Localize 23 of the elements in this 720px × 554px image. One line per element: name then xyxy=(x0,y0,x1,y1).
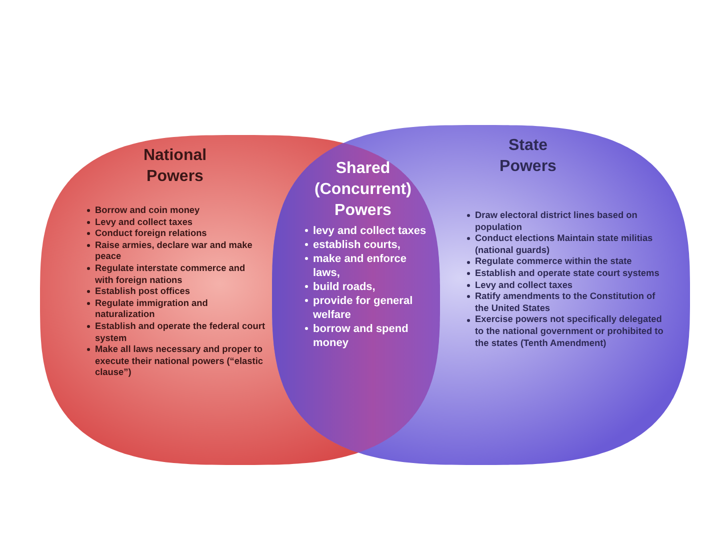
list-item: Levy and collect taxes xyxy=(95,216,193,227)
list-item: Establish post offices xyxy=(95,286,190,296)
list-item: Draw electoral district lines based on population xyxy=(475,210,638,232)
region-heading: Shared (Concurrent) Powers xyxy=(314,158,412,221)
list-item: Regulate interstate commerce and with foreign nations xyxy=(95,262,246,285)
list-item: Conduct elections Maintain state militias (national guards) xyxy=(475,233,653,255)
list-item: Borrow and coin money xyxy=(95,205,200,215)
list-item: Ratify amendments to the Constitution of the United States xyxy=(475,291,656,313)
list-item: Regulate commerce within the state xyxy=(475,256,632,266)
list-item: Establish and operate state court systems xyxy=(475,268,660,278)
list-item: Regulate immigration and naturalization xyxy=(95,298,208,320)
list-item: Establish and operate the federal court system xyxy=(95,320,266,343)
list-item: build roads, xyxy=(313,280,376,293)
list-item: Conduct foreign relations xyxy=(95,228,207,238)
list-item: Levy and collect taxes xyxy=(475,280,573,290)
region-heading: National Powers xyxy=(142,146,208,187)
list-item: establish courts, xyxy=(313,238,400,251)
list-item: Exercise powers not specifically delegated to the national government or prohibited to the states (Tenth Amendment) xyxy=(475,314,664,348)
list-item: Raise armies, declare war and make peace xyxy=(95,240,252,262)
region-heading: State Powers xyxy=(498,136,558,177)
list-item: levy and collect taxes xyxy=(313,224,426,237)
list-item: Make all laws necessary and proper to execute their national powers (“elastic clause”) xyxy=(95,344,263,378)
list-item: borrow and spend money xyxy=(313,322,408,349)
